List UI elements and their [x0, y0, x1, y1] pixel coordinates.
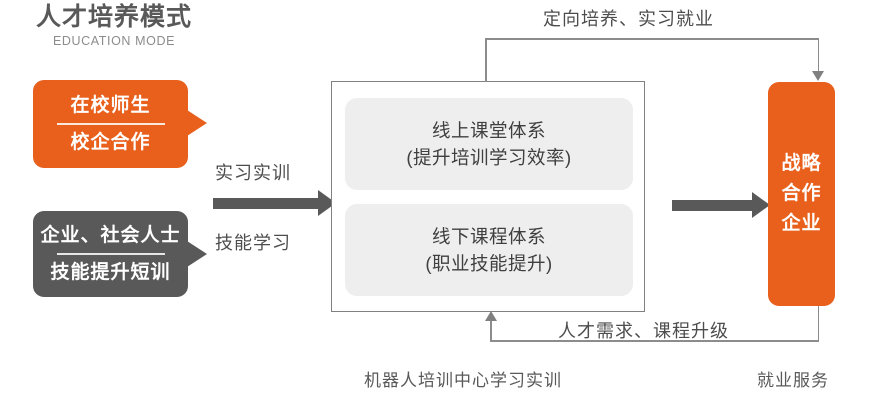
flow-label-internship: 实习实训 [215, 163, 291, 183]
center-training-container: 线上课堂体系 (提升培训学习效率) 线下课程体系 (职业技能提升) [331, 81, 645, 312]
caption-training-center: 机器人培训中心学习实训 [364, 371, 562, 390]
page-title: 人才培养模式 [36, 3, 193, 31]
right-box-line3: 企业 [781, 213, 822, 234]
arrow-right-outbound-icon [672, 192, 770, 218]
callout-student-divider [56, 122, 165, 125]
connector-top-horizontal [485, 38, 819, 40]
callout-student-line2: 校企合作 [70, 131, 151, 153]
callout-worker-pointer-icon [187, 241, 207, 267]
box-strategic-partner: 战略 合作 企业 [768, 82, 835, 306]
page-subtitle: EDUCATION MODE [52, 34, 176, 48]
callout-student-pointer-icon [187, 110, 207, 136]
card-offline-course: 线下课程体系 (职业技能提升) [345, 204, 633, 296]
arrow-shaft [213, 197, 318, 209]
feedback-label-bottom: 人才需求、课程升级 [558, 321, 729, 341]
card-online-line1: 线上课堂体系 [431, 120, 546, 141]
callout-worker-line1: 企业、社会人士 [40, 224, 181, 246]
connector-bottom-vertical-left [490, 320, 492, 341]
arrow-right-inbound-icon [213, 190, 336, 216]
right-box-line1: 战略 [781, 153, 822, 174]
right-box-line2: 合作 [781, 183, 822, 204]
card-offline-line2: (职业技能提升) [425, 253, 553, 274]
callout-student: 在校师生 校企合作 [33, 80, 207, 168]
card-online-line2: (提升培训学习效率) [406, 147, 572, 168]
feedback-label-top: 定向培养、实习就业 [543, 9, 714, 29]
flow-label-skill-learning: 技能学习 [215, 233, 291, 253]
callout-worker-line2: 技能提升短训 [50, 261, 171, 283]
connector-top-vertical-right [817, 38, 820, 72]
arrow-shaft [672, 199, 752, 211]
callout-worker: 企业、社会人士 技能提升短训 [33, 211, 207, 297]
connector-bottom-vertical-right [817, 306, 820, 341]
caption-employment-service: 就业服务 [757, 371, 829, 390]
connector-top-arrowhead-icon [812, 71, 824, 81]
card-offline-line1: 线下课程体系 [431, 226, 546, 247]
title-block: 人才培养模式 EDUCATION MODE [36, 2, 192, 49]
callout-worker-divider [56, 252, 165, 255]
arrow-head [752, 192, 770, 218]
connector-bottom-arrowhead-icon [485, 311, 497, 321]
callout-student-line1: 在校师生 [70, 94, 151, 116]
connector-bottom-horizontal [490, 340, 819, 342]
connector-top-vertical-left [485, 38, 487, 82]
card-online-course: 线上课堂体系 (提升培训学习效率) [345, 98, 633, 190]
